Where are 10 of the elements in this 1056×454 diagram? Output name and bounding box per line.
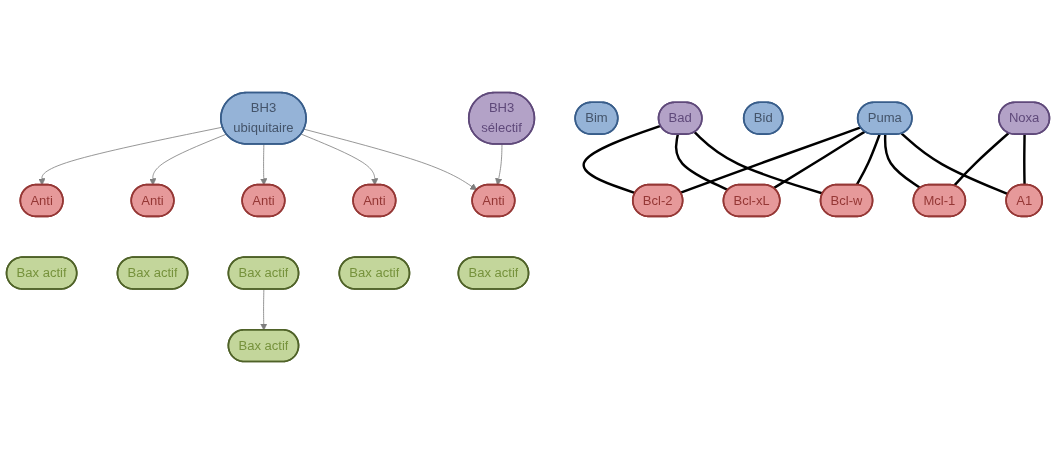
- connector: [900, 132, 1009, 196]
- connector: [680, 126, 862, 194]
- connector: [883, 134, 922, 190]
- connector: [693, 131, 824, 195]
- connector: [953, 132, 1010, 187]
- connector: [582, 124, 662, 195]
- connector: [773, 130, 866, 190]
- connector: [1023, 134, 1026, 186]
- connector: [674, 134, 729, 192]
- connector: [855, 134, 881, 186]
